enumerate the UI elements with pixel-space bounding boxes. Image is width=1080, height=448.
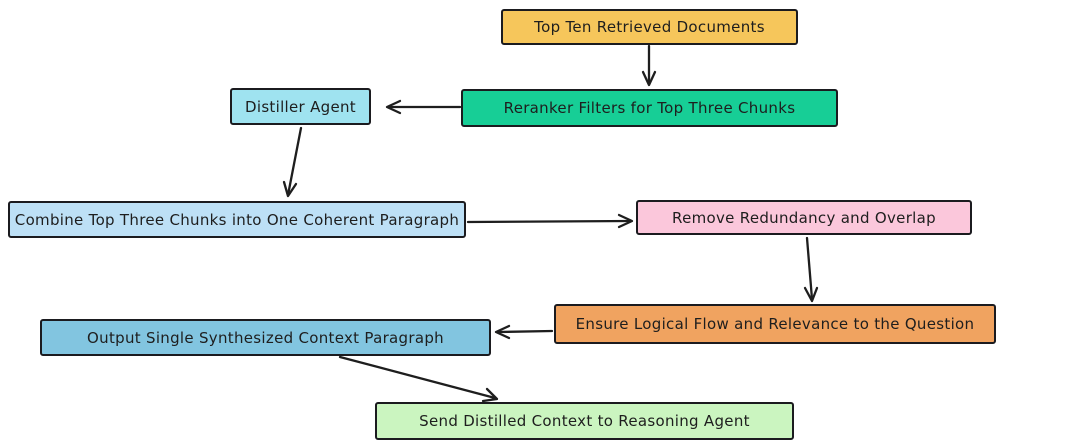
node-label: Combine Top Three Chunks into One Cohere… [14, 210, 460, 229]
arrow-distiller-to-combine [282, 126, 303, 198]
node-send-to-reasoning-agent: Send Distilled Context to Reasoning Agen… [375, 402, 794, 440]
node-remove-redundancy: Remove Redundancy and Overlap [636, 200, 972, 235]
node-top-ten-retrieved-documents: Top Ten Retrieved Documents [501, 9, 798, 45]
node-label: Top Ten Retrieved Documents [534, 18, 765, 36]
node-label: Distiller Agent [245, 97, 356, 116]
node-label: Reranker Filters for Top Three Chunks [503, 99, 796, 117]
node-ensure-logical-flow: Ensure Logical Flow and Relevance to the… [554, 304, 996, 344]
arrow-ensure-to-output [494, 324, 554, 340]
arrow-remove-to-ensure [803, 236, 819, 303]
node-reranker-filters: Reranker Filters for Top Three Chunks [461, 89, 838, 127]
arrow-output-to-send [338, 355, 499, 403]
node-label: Send Distilled Context to Reasoning Agen… [419, 412, 750, 430]
node-label: Remove Redundancy and Overlap [672, 208, 936, 227]
node-output-synthesized-paragraph: Output Single Synthesized Context Paragr… [40, 319, 491, 356]
node-distiller-agent: Distiller Agent [230, 88, 371, 125]
arrow-reranker-to-distiller [385, 99, 462, 115]
arrow-combine-to-remove [466, 213, 634, 229]
node-label: Ensure Logical Flow and Relevance to the… [575, 315, 975, 333]
node-label: Output Single Synthesized Context Paragr… [87, 328, 444, 347]
node-combine-chunks: Combine Top Three Chunks into One Cohere… [8, 201, 466, 238]
arrow-top-ten-to-reranker [641, 44, 657, 87]
